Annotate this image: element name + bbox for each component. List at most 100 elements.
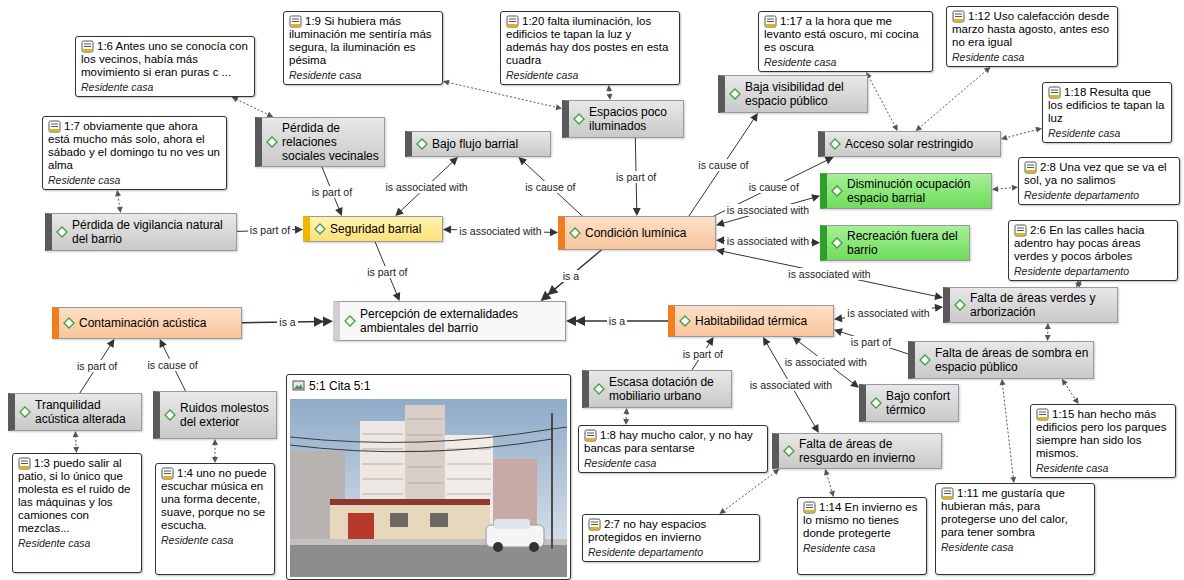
arrow-head xyxy=(1073,397,1079,404)
arrow-head xyxy=(1062,379,1068,386)
arrow-head xyxy=(566,316,576,326)
code-label: Baja visibilidad del espacio público xyxy=(745,80,863,108)
arrow-head xyxy=(107,339,115,348)
code-label: Bajo flujo barrial xyxy=(432,137,518,151)
quotation-source: Residente casa xyxy=(289,69,437,81)
relation-connector xyxy=(1000,379,1017,483)
code-text-wrap: Pérdida de relaciones sociales vecinales xyxy=(282,121,380,163)
relation-connector xyxy=(866,72,897,131)
relation-connector xyxy=(443,226,558,237)
quotation-icon xyxy=(18,457,31,470)
connector-line xyxy=(236,99,269,115)
quotation-text: 1:11 me gustaría que hubieran más, para … xyxy=(941,487,1089,539)
code-text-wrap: Bajo flujo barrial xyxy=(432,137,518,151)
quotation-source: Residente casa xyxy=(81,81,249,93)
quotation-icon xyxy=(588,518,601,531)
relation-label: is cause of xyxy=(145,359,199,371)
code-icon xyxy=(831,185,843,197)
arrow-head xyxy=(763,337,770,346)
code-text-wrap: Falta de áreas de resguardo en invierno xyxy=(799,437,937,465)
code-box: Falta de áreas de sombra en espacio públ… xyxy=(908,341,1094,379)
relation-connector xyxy=(992,185,1018,192)
relation-connector xyxy=(73,431,79,453)
code-label: Condición lumínica xyxy=(585,226,686,240)
relation-connector xyxy=(1001,127,1042,141)
relation-label: is associated with xyxy=(748,379,834,391)
arrow-head xyxy=(773,469,780,475)
code-box: Tranquilidad acústica alterada xyxy=(8,393,142,431)
relation-connector xyxy=(716,194,820,227)
code-label: Pérdida de vigilancia natural del barrio xyxy=(72,218,232,246)
code-icon xyxy=(783,445,795,457)
code-icon xyxy=(56,226,68,238)
relation-label: is part of xyxy=(248,224,292,236)
code-label: Escasa dotación de mobiliario urbano xyxy=(609,375,727,403)
quotation-source: Residente casa xyxy=(584,457,762,469)
code-label: Percepción de externalidades ambientales… xyxy=(360,307,561,335)
connector-line xyxy=(75,436,77,448)
relation-connector xyxy=(541,250,602,301)
image-icon xyxy=(292,379,305,392)
relation-label: is part of xyxy=(310,186,354,198)
relation-connector xyxy=(834,304,943,322)
quotation-text: 1:8 hay mucho calor, y no hay bancas par… xyxy=(584,429,762,455)
code-icon xyxy=(831,237,843,249)
quotation-source: Residente casa xyxy=(803,542,921,554)
code-icon xyxy=(679,315,691,327)
relation-label: is a xyxy=(607,315,627,327)
quotation-text: 1:20 falta iluminación, los edificios te… xyxy=(506,15,674,67)
code-box: Contaminación acústica xyxy=(52,307,242,339)
quotation-icon xyxy=(161,467,174,480)
relation-label: is cause of xyxy=(696,159,750,171)
street-photo xyxy=(290,399,567,577)
arrow-head xyxy=(812,238,820,246)
code-icon xyxy=(63,317,75,329)
code-box: Condición lumínica xyxy=(558,216,716,250)
arrow-head xyxy=(443,226,451,234)
quotation-box: 2:8 Una vez que se va el sol, ya no sali… xyxy=(1018,157,1180,205)
code-box: Pérdida de relaciones sociales vecinales xyxy=(255,117,385,167)
quotation-icon xyxy=(289,15,302,28)
connector-line xyxy=(997,188,1013,189)
code-box: Bajo confort térmico xyxy=(859,384,959,422)
arrow-head xyxy=(834,328,843,336)
quotation-box: 1:14 En invierno es lo mismo no tienes d… xyxy=(797,497,927,575)
quotation-icon xyxy=(506,15,519,28)
quotation-box: 1:12 Uso calefacción desde marzo hasta a… xyxy=(946,6,1118,67)
code-box: Falta de áreas de resguardo en invierno xyxy=(772,433,942,469)
code-text-wrap: Recreación fuera del barrio xyxy=(847,229,965,257)
arrow-head xyxy=(115,190,121,196)
arrow-head xyxy=(984,67,991,73)
quotation-source: Residente departamento xyxy=(1024,189,1174,201)
code-box: Bajo flujo barrial xyxy=(405,131,551,157)
connector-line xyxy=(1065,383,1076,400)
quotation-box: 2:7 no hay espacios protegidos en invier… xyxy=(582,514,760,562)
code-icon xyxy=(266,136,278,148)
quotation-text: 1:4 uno no puede escuchar música en una … xyxy=(161,467,269,532)
arrow-head xyxy=(323,317,333,327)
arrow-head xyxy=(811,424,818,433)
arrow-head xyxy=(160,339,167,348)
code-icon xyxy=(593,383,605,395)
arrow-head xyxy=(834,314,842,322)
relation-connector xyxy=(623,408,629,425)
quotation-source: Residente casa xyxy=(764,56,927,68)
arrow-head xyxy=(314,317,324,327)
image-caption: 5:1 Cita 5:1 xyxy=(287,375,570,397)
relation-label: is part of xyxy=(365,266,409,278)
relation-label: is associated with xyxy=(725,235,811,247)
code-icon xyxy=(729,88,741,100)
quotation-box: 1:15 han hecho más edificios pero los pa… xyxy=(1030,404,1176,478)
quotation-box: 1:20 falta iluminación, los edificios te… xyxy=(500,11,680,85)
arrow-head xyxy=(716,219,725,227)
arrow-head xyxy=(992,186,998,192)
code-label: Falta de áreas de sombra en espacio públ… xyxy=(935,346,1089,374)
arrow-head xyxy=(1001,135,1008,141)
relation-label: is associated with xyxy=(786,268,872,280)
arrow-head xyxy=(295,226,303,234)
connector-line xyxy=(827,474,833,493)
quotation-icon xyxy=(1048,86,1061,99)
arrow-head xyxy=(716,248,725,256)
code-icon xyxy=(829,138,841,150)
code-box: Pérdida de vigilancia natural del barrio xyxy=(45,213,237,251)
